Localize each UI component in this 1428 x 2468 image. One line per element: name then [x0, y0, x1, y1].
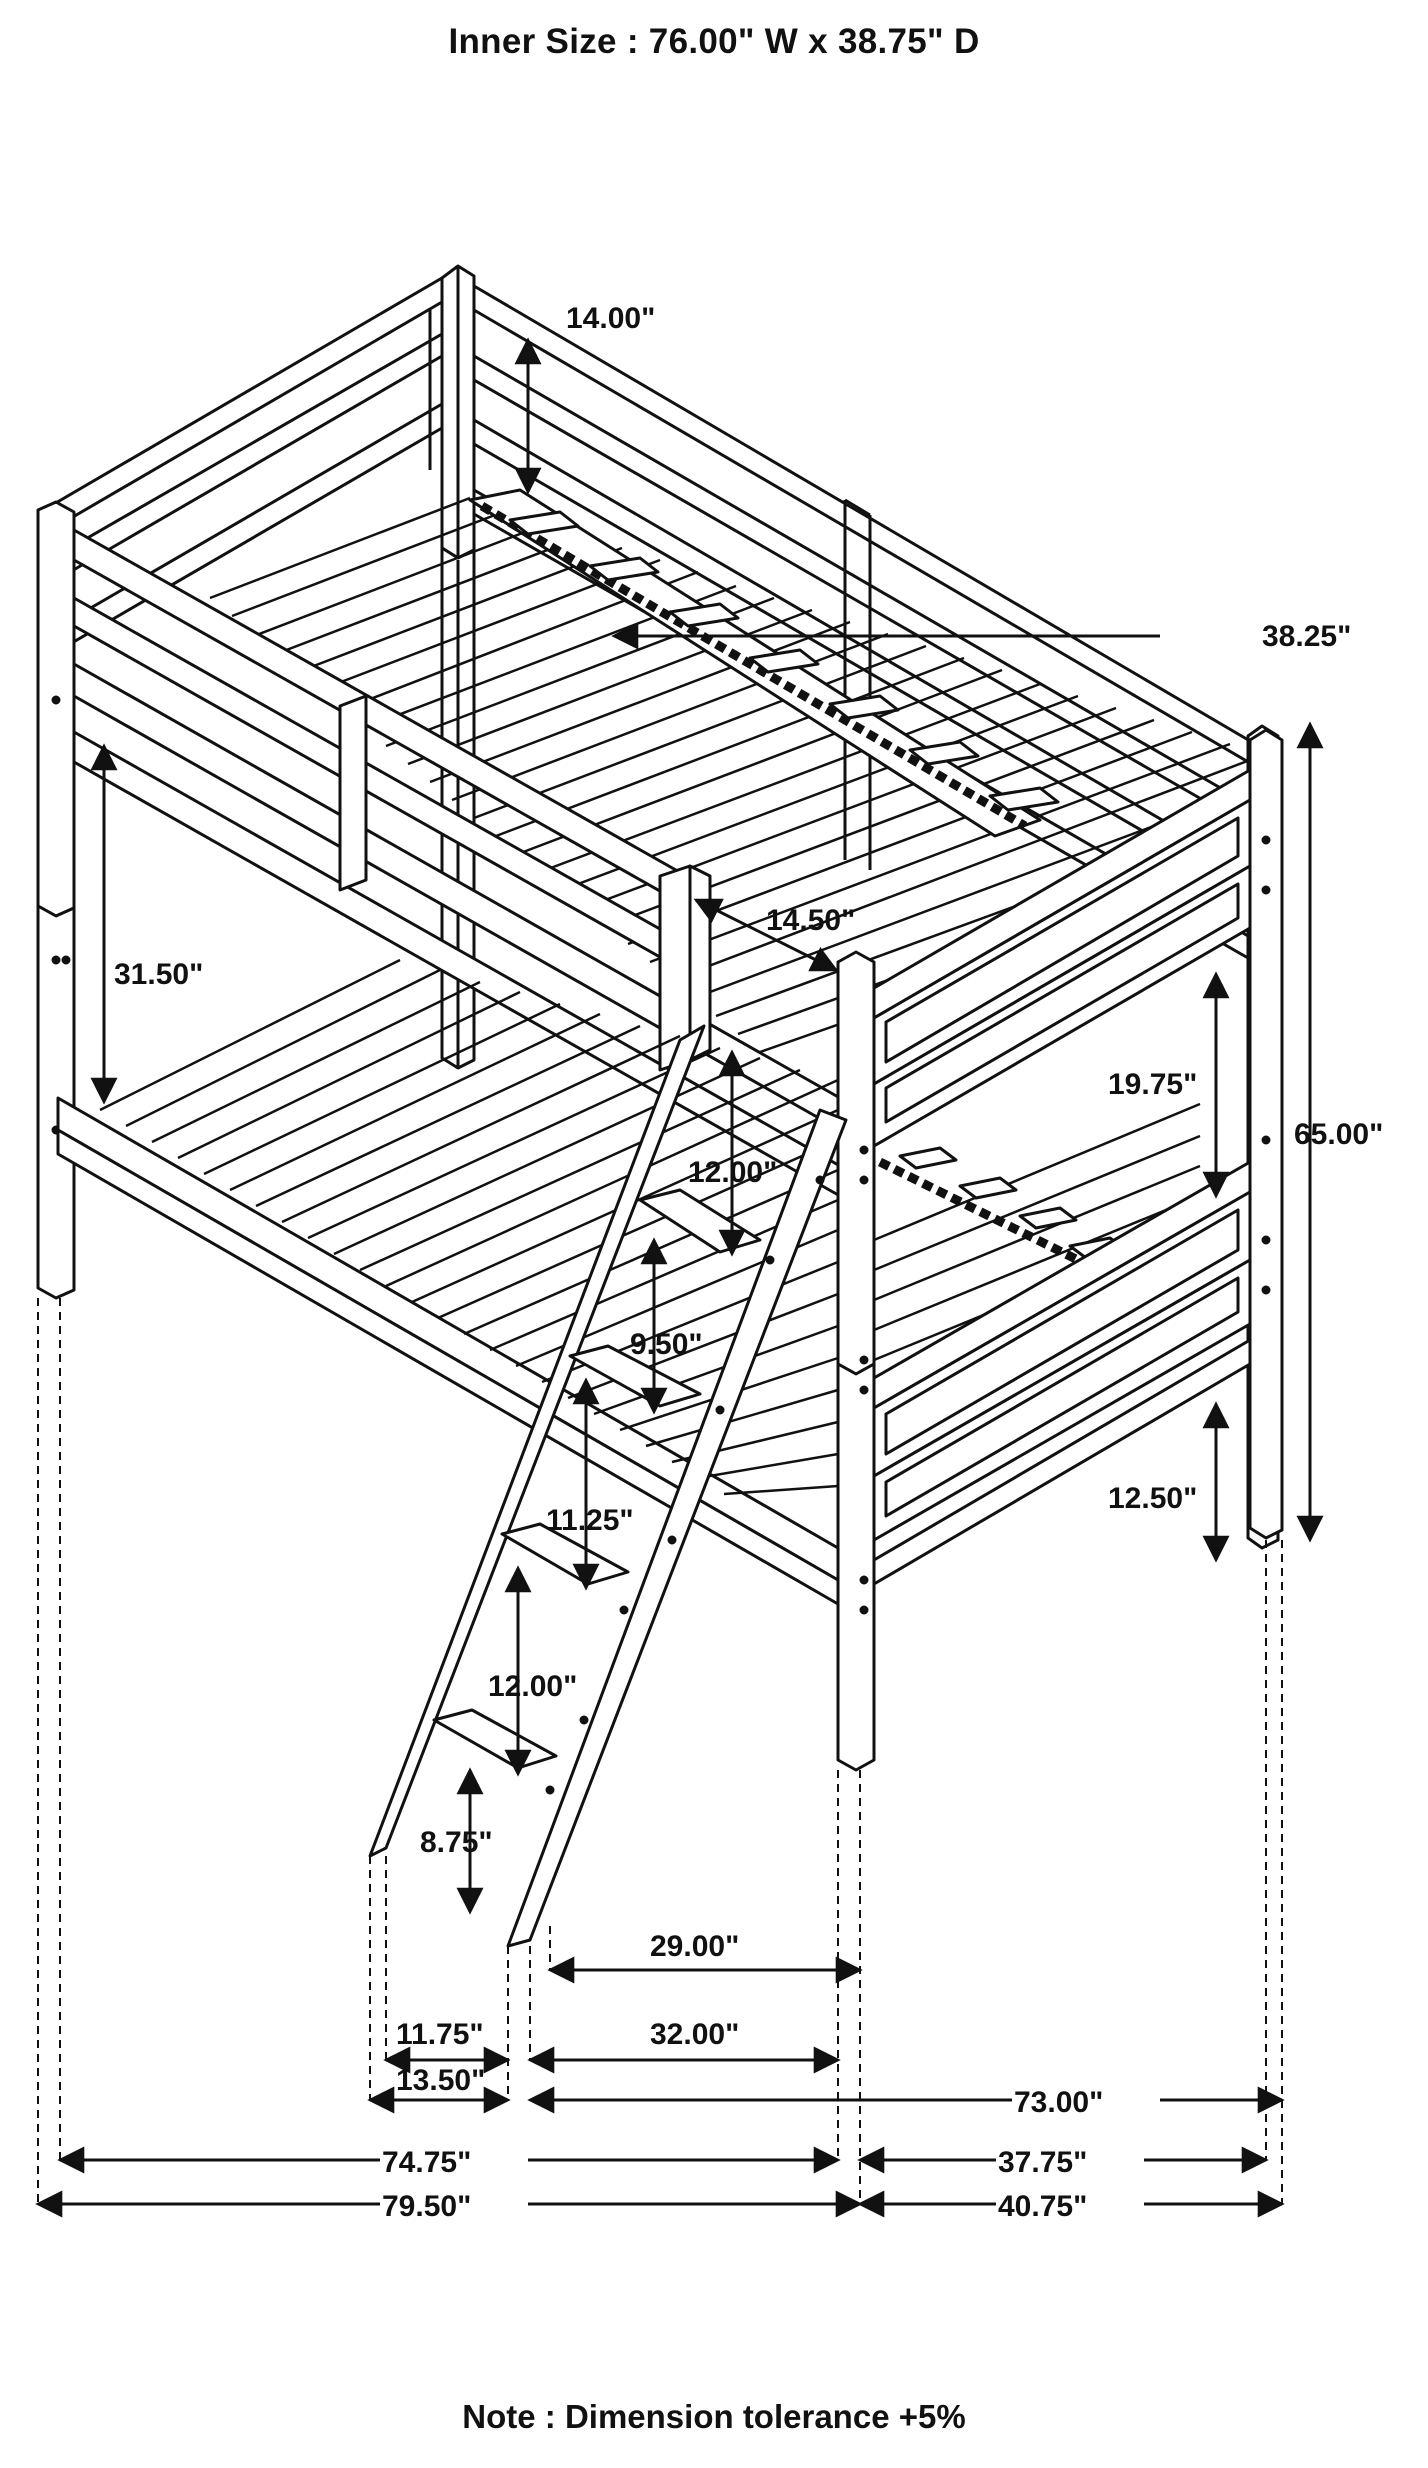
lower-center-support: [878, 1146, 1128, 1271]
upper-center-support: [468, 488, 1060, 838]
dim-inner-length: 74.75": [382, 2146, 471, 2179]
foot-end-panel-lower: [872, 1160, 1252, 1586]
dim-ladder-rung-top: 12.00": [688, 1156, 777, 1189]
dim-ladder-bottom: 8.75": [420, 1826, 493, 1859]
label-bg-38-25: [1160, 612, 1370, 658]
dimension-tolerance-note: Note : Dimension tolerance +5%: [462, 2398, 966, 2435]
label-bg-37-75: [996, 2142, 1144, 2182]
label-bg-74-75: [380, 2142, 528, 2182]
foot-end-panel-upper: [872, 768, 1252, 1148]
front-left-post: [36, 500, 76, 1300]
dim-ladder-rung-2: 9.50": [630, 1328, 703, 1361]
dim-overall-depth: 40.75": [998, 2190, 1087, 2223]
label-bg-40-75: [996, 2186, 1144, 2226]
bunk-bed-frame: [36, 264, 1284, 1948]
front-right-post: [836, 950, 876, 1772]
dim-inner-depth: 37.75": [998, 2146, 1087, 2179]
dim-overall-height: 65.00": [1294, 1118, 1383, 1151]
lower-bunk-slats: [99, 958, 1201, 1496]
dim-ladder-to-post: 29.00": [650, 1930, 739, 1963]
inner-size-title: Inner Size : 76.00" W x 38.75" D: [448, 22, 980, 61]
dim-overall-length: 79.50": [382, 2190, 471, 2223]
foot-right-post: [1248, 728, 1284, 1540]
dim-bunk-clearance: 31.50": [114, 958, 203, 991]
front-upper-guardrail: [72, 528, 842, 1198]
dim-ladder-rung-3: 11.25": [546, 1504, 634, 1537]
dim-guardrail-height: 14.00": [566, 302, 655, 335]
dim-guardrail-opening: 14.50": [766, 904, 855, 937]
dim-ladder-rung-4: 12.00": [488, 1670, 577, 1703]
left-headboard-upper: [52, 276, 444, 646]
back-left-post: [440, 264, 476, 1070]
ladder: [368, 1024, 848, 1948]
dim-end-panel-gap: 19.75": [1108, 1068, 1197, 1101]
dim-ladder-outer: 13.50": [396, 2064, 485, 2097]
dim-floor-clearance: 12.50": [1108, 1482, 1197, 1515]
dim-slat-span: 38.25": [1262, 620, 1351, 653]
dim-ladder-inner: 11.75": [396, 2018, 484, 2051]
dim-ladder-span-to-end: 73.00": [1014, 2086, 1103, 2119]
dim-ladder-offset: 32.00": [650, 2018, 739, 2051]
dimension-labels: 14.00" 38.25" 14.50" 31.50" 19.75" 65.00…: [114, 302, 1383, 2226]
label-bg-79-50: [380, 2186, 528, 2226]
label-bg-73-00: [1012, 2082, 1160, 2122]
